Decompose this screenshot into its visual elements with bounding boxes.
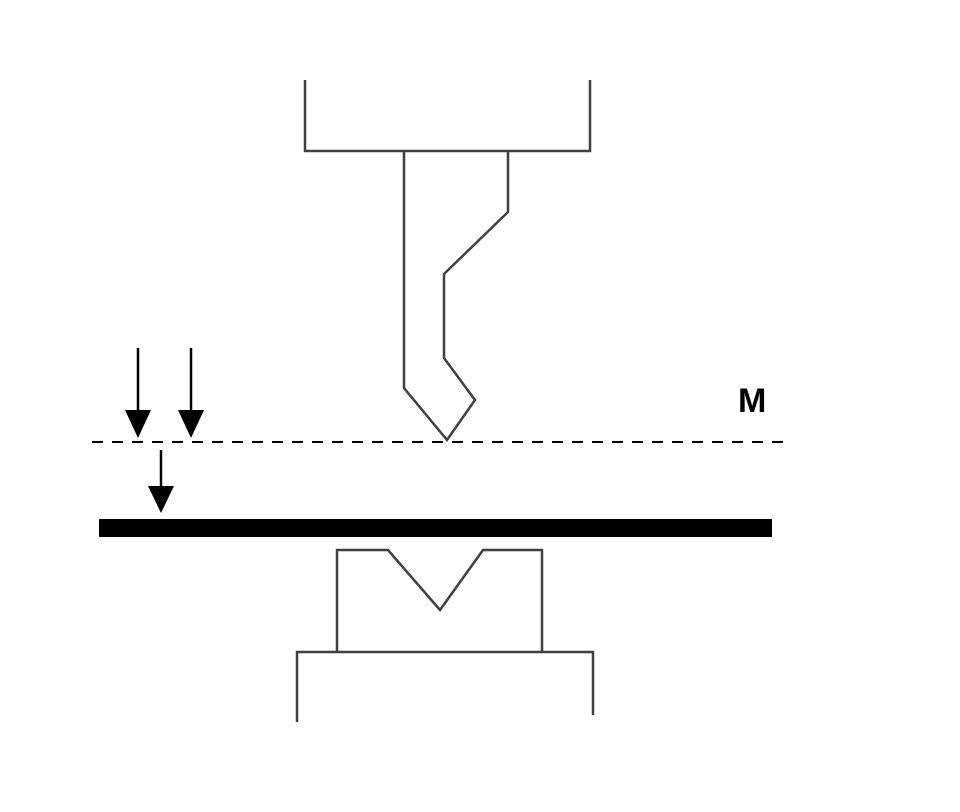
- plane-label: M: [738, 382, 766, 420]
- down-arrow-icon: [148, 450, 174, 513]
- down-arrow-icon: [125, 348, 151, 438]
- upper-beam: [303, 80, 592, 153]
- lower-bed: [295, 650, 595, 722]
- down-arrow-icon: [178, 348, 204, 438]
- sheet-workpiece: [99, 519, 772, 537]
- v-die: [335, 548, 544, 652]
- punch: [402, 151, 510, 443]
